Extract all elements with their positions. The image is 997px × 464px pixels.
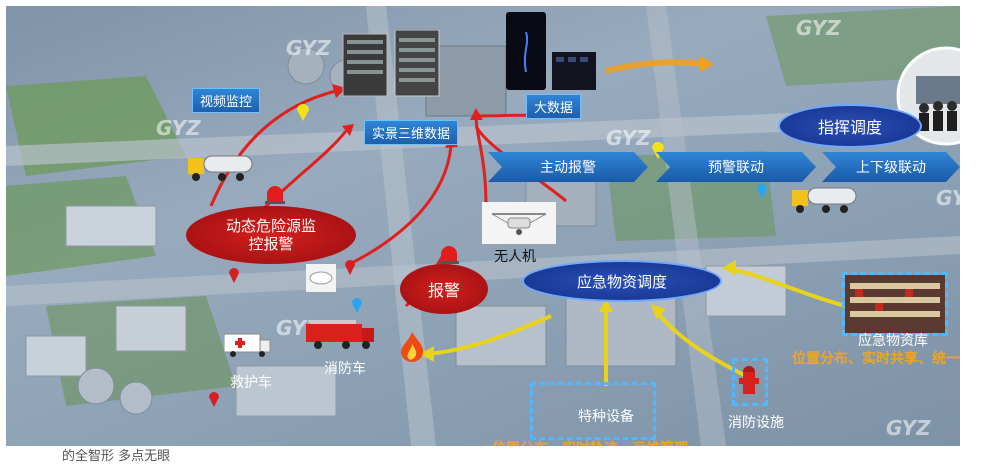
watermark: GYZ: [606, 126, 651, 150]
alarm-label: 报警: [427, 281, 460, 300]
hazard-alarm-label-line2: 控报警: [248, 235, 294, 253]
watermark: GYZ: [156, 116, 201, 140]
emergency-dispatch-label: 应急物资调度: [576, 272, 667, 291]
upper-lower-linkage-label: 上下级联动: [856, 160, 926, 176]
warehouse-label: 应急物资库: [858, 333, 928, 349]
special-equipment-label: 特种设备: [578, 409, 634, 425]
fire-facility-box: [732, 358, 768, 406]
special-equipment-box: [530, 382, 656, 440]
smart-park-scene: GYZ GYZ GYZ GYZ GYZ GYZ GYZ: [6, 6, 960, 446]
warehouse-box: [842, 272, 948, 336]
big-data-label: 大数据: [526, 94, 582, 119]
fire-facility-label: 消防设施: [728, 415, 784, 431]
hazard-alarm-label-line1: 动态危险源监: [225, 217, 316, 235]
bottom-caption: 的全智形 多点无眼: [62, 449, 171, 464]
watermark: GYZ: [886, 416, 931, 440]
active-alarm-step: 主动报警: [488, 152, 648, 182]
watermark: GYZ: [936, 186, 960, 210]
warning-linkage-step: 预警联动: [656, 152, 816, 182]
alarm-ellipse: 报警: [400, 264, 488, 314]
watermark: GYZ: [796, 16, 841, 40]
upper-lower-linkage-step: 上下级联动: [822, 152, 960, 182]
special-equipment-desc: 位置分布、实时轨迹、运维管理: [492, 438, 688, 446]
hazard-alarm-ellipse: 动态危险源监 控报警: [186, 206, 356, 264]
ambulance-label: 救护车: [230, 375, 272, 391]
emergency-dispatch-ellipse: 应急物资调度: [522, 260, 722, 302]
warning-linkage-label: 预警联动: [708, 160, 764, 176]
drone-label: 无人机: [494, 249, 536, 265]
map-background: [6, 6, 960, 446]
watermark: GYZ: [286, 36, 331, 60]
command-label: 指挥调度: [817, 118, 882, 137]
warehouse-desc: 位置分布、实时共享、统一: [792, 351, 960, 367]
video-monitor-label: 视频监控: [192, 88, 261, 113]
active-alarm-label: 主动报警: [540, 160, 596, 176]
real-3d-label: 实景三维数据: [364, 120, 459, 145]
fire-truck-label: 消防车: [324, 361, 366, 377]
command-ellipse: 指挥调度: [778, 104, 922, 148]
